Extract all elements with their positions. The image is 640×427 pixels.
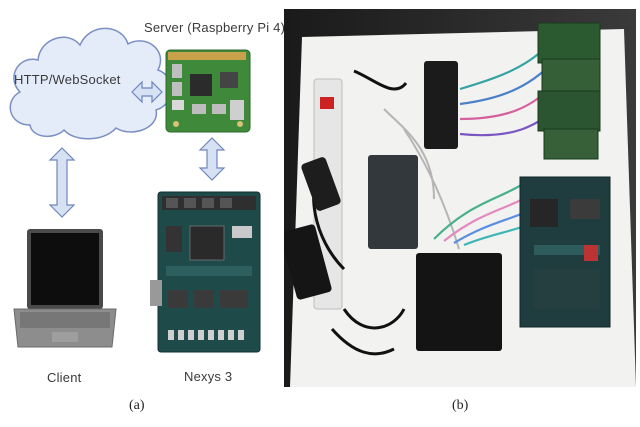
- raspberry-pi-board-icon: [165, 49, 251, 133]
- client-label: Client: [47, 370, 82, 385]
- laptop-client-icon: [13, 229, 117, 348]
- network-switch-bottom: [416, 253, 502, 351]
- nexys3-fpga-board-icon: [150, 191, 261, 353]
- raspberry-pi-stack: [537, 22, 601, 160]
- power-adapter-2: [301, 157, 341, 211]
- fpga-board-stack: [519, 176, 611, 328]
- caption-a: (a): [129, 398, 145, 413]
- caption-b: (b): [452, 398, 469, 413]
- diagram-canvas: [9, 27, 261, 353]
- hardware-photo: [284, 9, 636, 387]
- double-arrow-cloud-client: [48, 147, 76, 218]
- hardware-photo-panel-b: (b): [284, 9, 636, 413]
- fpga-label: Nexys 3: [184, 369, 233, 384]
- network-switch-middle: [368, 155, 418, 249]
- network-switch-top: [424, 61, 458, 149]
- cloud-label: HTTP/WebSocket: [14, 72, 121, 87]
- diagram-panel-a: HTTP/WebSocket Server (Raspberry Pi 4) C…: [0, 0, 286, 413]
- power-adapter-1: [284, 224, 332, 300]
- cloud-shape: [9, 27, 172, 140]
- double-arrow-server-fpga: [198, 137, 226, 181]
- double-arrow-cloud-server: [131, 80, 163, 104]
- server-label: Server (Raspberry Pi 4): [144, 20, 286, 35]
